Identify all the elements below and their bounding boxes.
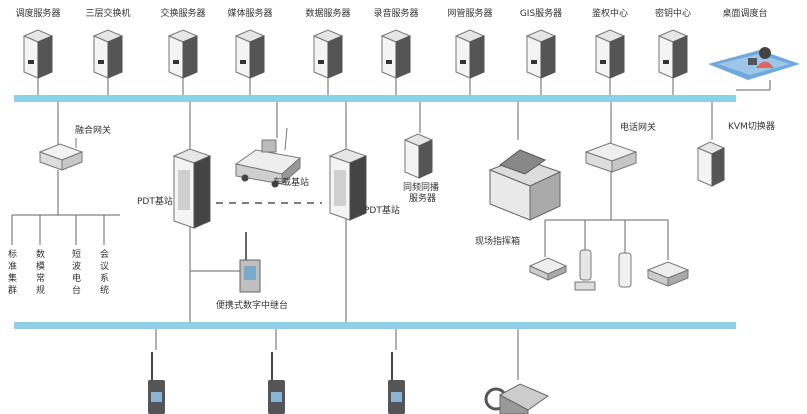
sync-broadcast-label-2: 服务器 [409, 192, 436, 204]
server-icon [22, 29, 54, 79]
fusion-gateway-icon [38, 138, 84, 171]
fusion-gateway-label: 融合网关 [75, 124, 111, 136]
server-label: 数据服务器 [305, 7, 350, 19]
server-label: 桌面调度台 [722, 7, 767, 19]
external-system-label-char: 议 [100, 261, 109, 272]
external-system-label-char: 数 [36, 248, 45, 260]
server-icon [594, 29, 626, 79]
kvm-switch-icon [696, 141, 726, 187]
vehicle-base-label: 车载基站 [273, 176, 309, 188]
external-system-label-char: 会 [100, 248, 109, 260]
server-label: 调度服务器 [15, 7, 60, 19]
vehicle-base-station-icon [234, 127, 302, 188]
pdt-base-station-right-icon [328, 148, 368, 221]
server-label: 三层交换机 [85, 7, 130, 19]
bottom-backbone-bus [14, 322, 736, 329]
server-label: 密钥中心 [655, 7, 691, 19]
dispatch-desk-icon [708, 47, 800, 91]
server-icon [234, 29, 266, 79]
phone-gateway-icon [584, 142, 638, 173]
vehicle-radio-icon [484, 383, 550, 414]
kvm-label: KVM切换器 [728, 120, 775, 132]
handheld-radio-icon [268, 352, 285, 414]
server-label: GIS服务器 [520, 7, 562, 19]
handheld-radio-icon [148, 352, 165, 414]
pdt-base-left-label: PDT基站 [137, 195, 173, 207]
server-icon [454, 29, 486, 79]
handheld-radio-icon [388, 352, 405, 414]
server-icon [92, 29, 124, 79]
external-system-label-char: 群 [8, 284, 17, 296]
external-system-label-char: 规 [36, 285, 45, 296]
external-system-label-char: 电 [72, 272, 81, 284]
portable-repeater-icon [239, 232, 261, 293]
cordless-phone-icon [574, 249, 596, 291]
server-icon [380, 29, 412, 79]
server-label: 媒体服务器 [227, 7, 272, 19]
external-system-label-char: 统 [100, 284, 109, 296]
external-system-label-char: 台 [72, 284, 81, 296]
mobile-phone-icon [618, 252, 632, 288]
simulcast-server-icon [403, 133, 434, 179]
server-label: 鉴权中心 [592, 7, 628, 19]
phone-gateway-label: 电话网关 [620, 121, 656, 133]
external-system-label-char: 集 [8, 272, 17, 284]
external-system-label-char: 波 [72, 260, 81, 272]
field-command-box-icon [488, 149, 562, 221]
server-icon [657, 29, 689, 79]
external-system-label-char: 短 [72, 248, 81, 260]
external-system-label-char: 常 [36, 272, 45, 284]
server-icon [312, 29, 344, 79]
external-system-label-char: 标 [8, 248, 17, 260]
server-label: 网管服务器 [447, 7, 492, 19]
external-system-label-char: 准 [8, 261, 17, 272]
pdt-base-station-left-icon [172, 148, 212, 229]
top-server-row: 调度服务器 三层交换机 交换服务器 媒体服务器 数据服务器 录音服务器 网管服务器 GIS服务… [15, 7, 768, 95]
portable-repeater-label: 便携式数字中继台 [216, 299, 288, 311]
desk-phone-icon [528, 257, 568, 281]
server-label: 录音服务器 [373, 7, 418, 19]
field-box-label: 现场指挥箱 [475, 235, 520, 247]
sync-broadcast-label-1: 同频同播 [403, 181, 439, 193]
external-system-label-char: 模 [36, 261, 45, 272]
external-system-label-char: 系 [100, 273, 109, 284]
fax-machine-icon [646, 261, 690, 287]
top-backbone-bus [14, 95, 736, 102]
server-icon [525, 29, 557, 79]
pdt-base-right-label: PDT基站 [364, 204, 400, 216]
server-icon [167, 29, 199, 79]
server-label: 交换服务器 [160, 7, 205, 19]
